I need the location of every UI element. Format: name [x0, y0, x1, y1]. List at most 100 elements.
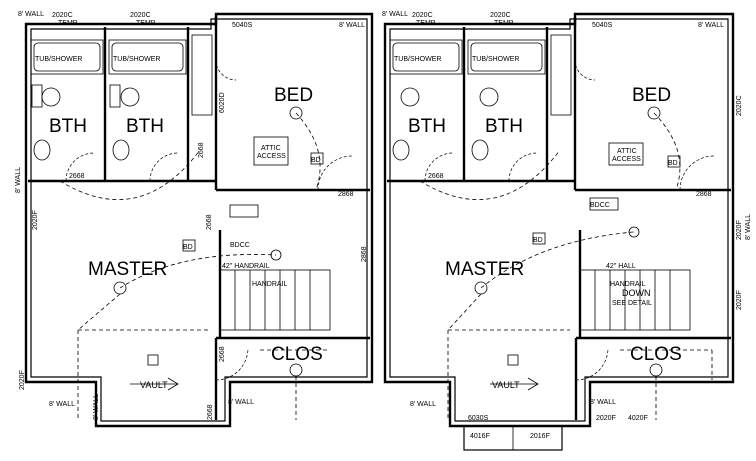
door-2868-b: 2868	[361, 246, 368, 262]
toilet-tank-b	[109, 84, 121, 108]
wall-label: 8' WALL	[339, 22, 365, 29]
bd-box-a	[182, 239, 196, 252]
door-swing-clos	[575, 347, 609, 381]
door-swing-bed	[679, 155, 715, 191]
exterior-wall-inner	[389, 18, 729, 422]
bed-closet	[191, 34, 213, 116]
door-6020: 6020D	[219, 92, 226, 113]
bd-a-label: BD	[533, 237, 543, 244]
bay-top-label: 6030S	[468, 415, 489, 422]
room-master: MASTER	[445, 259, 524, 280]
sink-b	[112, 139, 130, 161]
tub-b-inner	[470, 42, 543, 72]
vault-line	[447, 293, 570, 420]
wiring	[653, 112, 681, 191]
see-detail-label: SEE DETAIL	[612, 300, 652, 307]
wiring	[59, 149, 201, 200]
win-a-label: 2020C	[52, 12, 73, 19]
door-swing-clos	[215, 347, 249, 381]
vault-line	[260, 349, 330, 420]
wall-label: 8' WALL	[382, 11, 408, 18]
wall-right2-label: 8' WALL	[745, 214, 752, 240]
light-clos	[649, 363, 663, 377]
light-hall	[628, 226, 640, 238]
win-b-label: 2020C	[130, 12, 151, 19]
door-2668-d: 2668	[219, 346, 226, 362]
wiring	[119, 254, 277, 289]
door-swing-closet	[215, 59, 237, 81]
fan-b	[120, 87, 140, 107]
door-swing-bath-b	[508, 152, 538, 182]
fan-a	[400, 87, 420, 107]
win-bed-label: 5040S	[592, 22, 613, 29]
door-2668-a: 2668	[428, 173, 444, 180]
win-a-temp: TEMP	[416, 20, 436, 27]
sink-b	[471, 139, 489, 161]
sink-a	[392, 139, 410, 161]
room-bed: BED	[632, 85, 671, 106]
light-clos	[289, 363, 303, 377]
wiring	[295, 112, 321, 191]
bdcc-label: BDCC	[230, 242, 250, 249]
bd-box-b	[667, 155, 681, 168]
door-swing-bath-a	[65, 152, 95, 182]
light-bed	[647, 106, 661, 120]
wall-label: 8' WALL	[698, 22, 724, 29]
floor-device	[507, 354, 519, 366]
fan-a	[41, 87, 61, 107]
wall-label: 8' WALL	[590, 399, 616, 406]
win-right2-label: 2020F	[736, 290, 743, 310]
handrail-top-label: 42" HANDRAIL	[222, 263, 270, 270]
room-clos: CLOS	[630, 344, 682, 365]
down-label: DOWN	[622, 288, 651, 298]
wall-label: 8' WALL	[410, 401, 436, 408]
wiring	[419, 149, 561, 200]
light-bed	[289, 106, 303, 120]
toilet-tank-a	[31, 84, 43, 108]
unit-right: BTH BTH BED MASTER CLOS TUB/SHOWER TUB/S…	[382, 11, 752, 451]
bd-b-label: BD	[311, 157, 321, 164]
win-b-label: 2020C	[490, 12, 511, 19]
win-a-temp: TEMP	[58, 20, 78, 27]
fan-b	[479, 87, 499, 107]
tub-b	[108, 39, 187, 75]
wiring	[480, 231, 635, 289]
exterior-wall-inner	[30, 18, 368, 422]
win-left2-label: 2020F	[19, 370, 26, 390]
tub-a-inner	[33, 42, 101, 72]
bed-closet	[550, 34, 572, 116]
tub-a	[30, 39, 104, 75]
bay-right-label: 2016F	[530, 433, 550, 440]
win-left-label: 2020F	[32, 210, 39, 230]
door-2668-b: 2668	[198, 142, 205, 158]
tub-b-inner	[111, 42, 184, 72]
bdcc-box	[229, 204, 259, 218]
win-b-temp: TEMP	[494, 20, 514, 27]
access-label: ACCESS	[257, 153, 286, 160]
door-2668-a: 2668	[69, 173, 85, 180]
stair	[219, 269, 331, 331]
room-bth-a: BTH	[49, 116, 87, 137]
vault-label: VAULT	[140, 380, 168, 390]
room-bth-b: BTH	[126, 116, 164, 137]
bot-win-label: 2020F	[596, 415, 616, 422]
bd-box-a	[532, 232, 546, 245]
bd-b-label: BD	[668, 160, 678, 167]
handrail-top-label: 42" HALL	[606, 263, 636, 270]
attic-label: ATTIC	[261, 145, 281, 152]
unit-left: BTH BTH BED MASTER CLOS TUB/SHOWER TUB/S…	[15, 11, 374, 428]
tub-b	[467, 39, 546, 75]
vault-label: VAULT	[492, 380, 520, 390]
bdcc-box	[589, 197, 619, 211]
door-swing-closet	[574, 59, 596, 81]
door-2868: 2868	[338, 191, 354, 198]
attic-access	[608, 142, 644, 166]
door-swing-bed	[317, 155, 353, 191]
wall-left-label: 8' WALL	[15, 167, 22, 193]
bdcc-label: BDCC	[590, 202, 610, 209]
door-swing-bath-b	[149, 152, 179, 182]
room-master: MASTER	[88, 259, 167, 280]
tub-b-label: TUB/SHOWER	[113, 56, 160, 63]
bot-win2-label: 4020F	[628, 415, 648, 422]
